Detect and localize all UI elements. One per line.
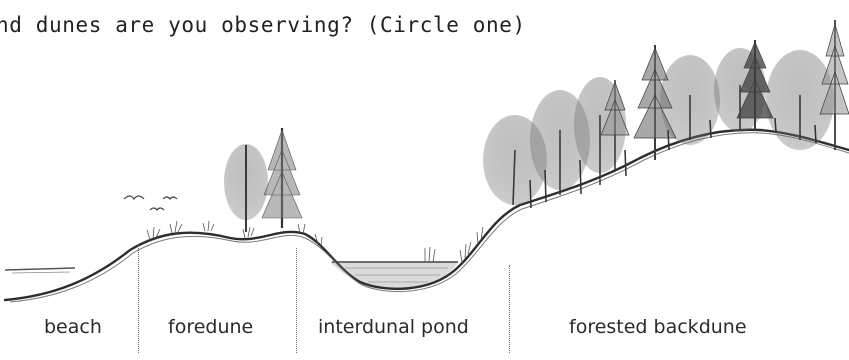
divider-pond-backdune — [509, 265, 510, 353]
sea-water-line — [5, 268, 75, 273]
birds — [124, 196, 177, 210]
divider-foredune-pond — [296, 248, 297, 353]
divider-beach-foredune — [138, 245, 139, 353]
zone-label-interdunal-pond[interactable]: interdunal pond — [318, 316, 469, 338]
zone-label-foredune[interactable]: foredune — [168, 316, 253, 338]
zone-label-forested-backdune[interactable]: forested backdune — [569, 316, 747, 338]
foredune-trees — [224, 128, 302, 232]
zone-label-beach[interactable]: beach — [44, 316, 102, 338]
